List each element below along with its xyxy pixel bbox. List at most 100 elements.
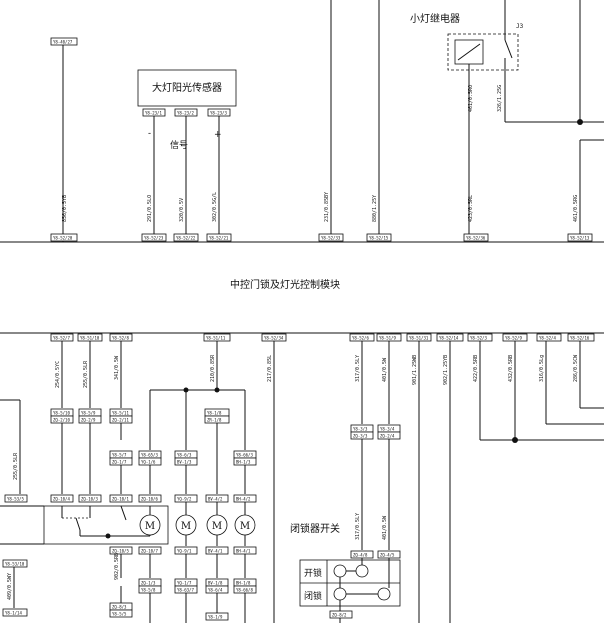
terminal-b7-label: Y8-51/9 <box>379 336 396 341</box>
relay-title: 小灯继电器 <box>410 12 460 25</box>
conn-y8-53-10-label: Y8-53/10 <box>5 562 25 567</box>
wire-217-label: 217/0.85L <box>267 355 273 382</box>
wire-901-label: 901/1.25WB <box>412 355 418 385</box>
conn-y8-3-3-label: Y8-3/3 <box>353 427 368 432</box>
motor-rear-right-glyph: M <box>240 521 250 532</box>
junction-bus-2 <box>214 387 220 393</box>
wire-341-label: 341/0.5W <box>114 355 120 380</box>
wire-432-label: 432/0.5RB <box>508 355 514 382</box>
relay-contact <box>504 39 513 59</box>
conn-bh-1-8-label: BH-1/8 <box>236 581 251 586</box>
conn-zq-3-3-label: ZQ-3/3 <box>353 434 368 439</box>
wire-461-rg-label: 461/0.5RG <box>573 195 579 222</box>
motor-front-left <box>139 514 161 536</box>
terminal-t3 <box>141 233 167 242</box>
wire-856-label: 856/0.5YB <box>62 195 68 222</box>
conn-zq-2-4-label: ZQ-2/4 <box>380 434 395 439</box>
terminal-t4 <box>173 233 199 242</box>
wire-409-label: 409/0.5WY <box>7 573 13 600</box>
terminal-s3-label: Y8-23/3 <box>210 111 227 116</box>
conn-y8-5-8-label: Y8-5/8 <box>141 588 156 593</box>
conn-y8-63-7-label: Y8-63/7 <box>177 588 194 593</box>
connector-group-left: Y8-5/10 ZQ-2/10 Y8-5/9 ZQ-2/9 Y8-5/11 ZQ… <box>50 408 401 440</box>
minus-sign: - <box>148 129 151 139</box>
conn-y8-5-11-label: Y8-5/11 <box>112 411 129 416</box>
terminal-b9-label: Y8-52/14 <box>439 336 459 341</box>
conn-zq-10-5-label: ZQ-10/5 <box>112 549 129 554</box>
bottom-section: Y8-52/7 Y8-51/10 Y8-52/8 Y8-51/11 Y8-52/… <box>0 332 604 623</box>
terminal-b10-label: Y8-52/3 <box>470 336 487 341</box>
wire-902-rb-label: 902/0.5RB <box>114 553 120 580</box>
wire-286-label: 286/0.5CW <box>573 354 579 382</box>
conn-zq-10-6 <box>138 494 162 503</box>
conn-y8-3-4-label: Y8-3/4 <box>380 427 395 432</box>
terminal-b6-label: Y8-52/6 <box>352 336 369 341</box>
conn-zq-10-4-label: ZQ-10/4 <box>53 497 70 502</box>
conn-y8-66-8-label: Y8-66/8 <box>236 588 253 593</box>
wire-401-lower-label: 401/0.5W <box>382 515 388 540</box>
module-bottom-connectors: ZQ-10/5 ZQ-10/7 YQ-9/1 BV-4/1 BH-4/1 <box>109 546 257 555</box>
terminal-t7 <box>366 233 392 242</box>
motor-front-left-glyph: M <box>145 521 155 532</box>
motor-rear-left-glyph: M <box>212 521 222 532</box>
terminal-b8-label: Y8-51/31 <box>409 336 429 341</box>
headlight-sun-sensor-box <box>137 69 237 107</box>
conn-zq-10-3-label: ZQ-10/3 <box>81 497 98 502</box>
module-top-connectors: ZQ-10/4 ZQ-10/3 ZQ-10/1 ZQ-10/6 YQ-9/2 B… <box>50 494 257 503</box>
terminal-t9 <box>567 233 593 242</box>
terminal-t9-label: Y8-52/13 <box>570 236 590 241</box>
conn-y8-53-5-label: Y8-53/5 <box>7 497 24 502</box>
terminal-s2-label: Y8-23/2 <box>177 111 194 116</box>
wire-255-left-label: 255/0.5LR <box>13 452 19 480</box>
terminal-b12-label: Y8-52/4 <box>539 336 556 341</box>
motor-connectors-upper: Y8-5/7 ZQ-1/7 Y8-65/3 YQ-1/6 Y8-6/3 BV-1… <box>109 450 257 466</box>
conn-zq-4-8-label: ZQ-4/8 <box>353 553 368 558</box>
conn-bh-1-3-label: BH-1/3 <box>236 460 251 465</box>
open-contact-left <box>333 564 347 578</box>
top-section: Y8-40/27 856/0.5YB Y8-52/20 大灯阳光传感器 Y8-2… <box>0 0 604 243</box>
conn-zq-10-3 <box>78 494 102 503</box>
wire-902-label: 902/1.25YB <box>443 355 449 385</box>
wire-320-label: 320/0.5V <box>179 198 185 222</box>
conn-y8-66-3-label: Y8-66/3 <box>236 453 253 458</box>
lock-switch-title: 闭锁器开关 <box>290 522 340 535</box>
conn-yq-9-2-label: YQ-9/2 <box>177 497 192 502</box>
lock-open-label: 开锁 <box>304 567 322 579</box>
wire-317-lower-label: 317/0.5LY <box>355 513 361 540</box>
terminal-t3-label: Y8-52/23 <box>144 236 164 241</box>
terminal-b2-label: Y8-51/10 <box>80 336 100 341</box>
conn-y8-1-14-label: Y8-1/14 <box>5 611 22 616</box>
terminal-b13 <box>567 333 595 342</box>
conn-y8-5-5 <box>109 609 133 618</box>
terminal-b13-label: Y8-52/16 <box>570 336 590 341</box>
conn-bv-1-8-label: BV-1/8 <box>208 581 223 586</box>
conn-y8-1-9-label: Y8-1/9 <box>208 615 223 620</box>
terminal-b12 <box>536 333 562 342</box>
conn-yq-1-6-label: YQ-1/6 <box>141 460 156 465</box>
wire-291-label: 291/0.5LO <box>147 195 153 222</box>
wire-401-label: 401/0.5W <box>382 357 388 382</box>
door-lock-motors: M M M M <box>139 514 256 536</box>
terminal-b5-label: Y8-52/34 <box>264 336 284 341</box>
wire-210-label: 210/0.85R <box>210 354 216 382</box>
conn-bv-4-1-label: BV-4/1 <box>208 549 223 554</box>
terminal-b1-label: Y8-52/7 <box>53 336 70 341</box>
conn-yq-1-7-label: YQ-1/7 <box>177 581 192 586</box>
terminal-t1 <box>50 37 78 46</box>
conn-yq-9-1-label: YQ-9/1 <box>177 549 192 554</box>
conn-zr-1-8-label: ZR-1/8 <box>207 418 222 423</box>
conn-bv-4-2-label: BV-4/2 <box>208 497 223 502</box>
conn-zq-1-7-label: ZQ-1/7 <box>112 460 127 465</box>
conn-y8-6-3-label: Y8-6/3 <box>177 453 192 458</box>
wire-316-label: 316/0.5Lg <box>539 355 545 382</box>
motor-front-right-glyph: M <box>181 521 191 532</box>
conn-bh-4-2-label: BH-4/2 <box>236 497 251 502</box>
conn-zq-8-2 <box>329 610 353 619</box>
conn-zq-2-9-label: ZQ-2/9 <box>81 418 96 423</box>
terminal-t8-label: Y8-52/36 <box>466 236 486 241</box>
relay-outline <box>447 33 519 71</box>
wire-423-label: 423/0.5RL <box>468 195 474 222</box>
terminal-b4-label: Y8-51/11 <box>206 336 226 341</box>
